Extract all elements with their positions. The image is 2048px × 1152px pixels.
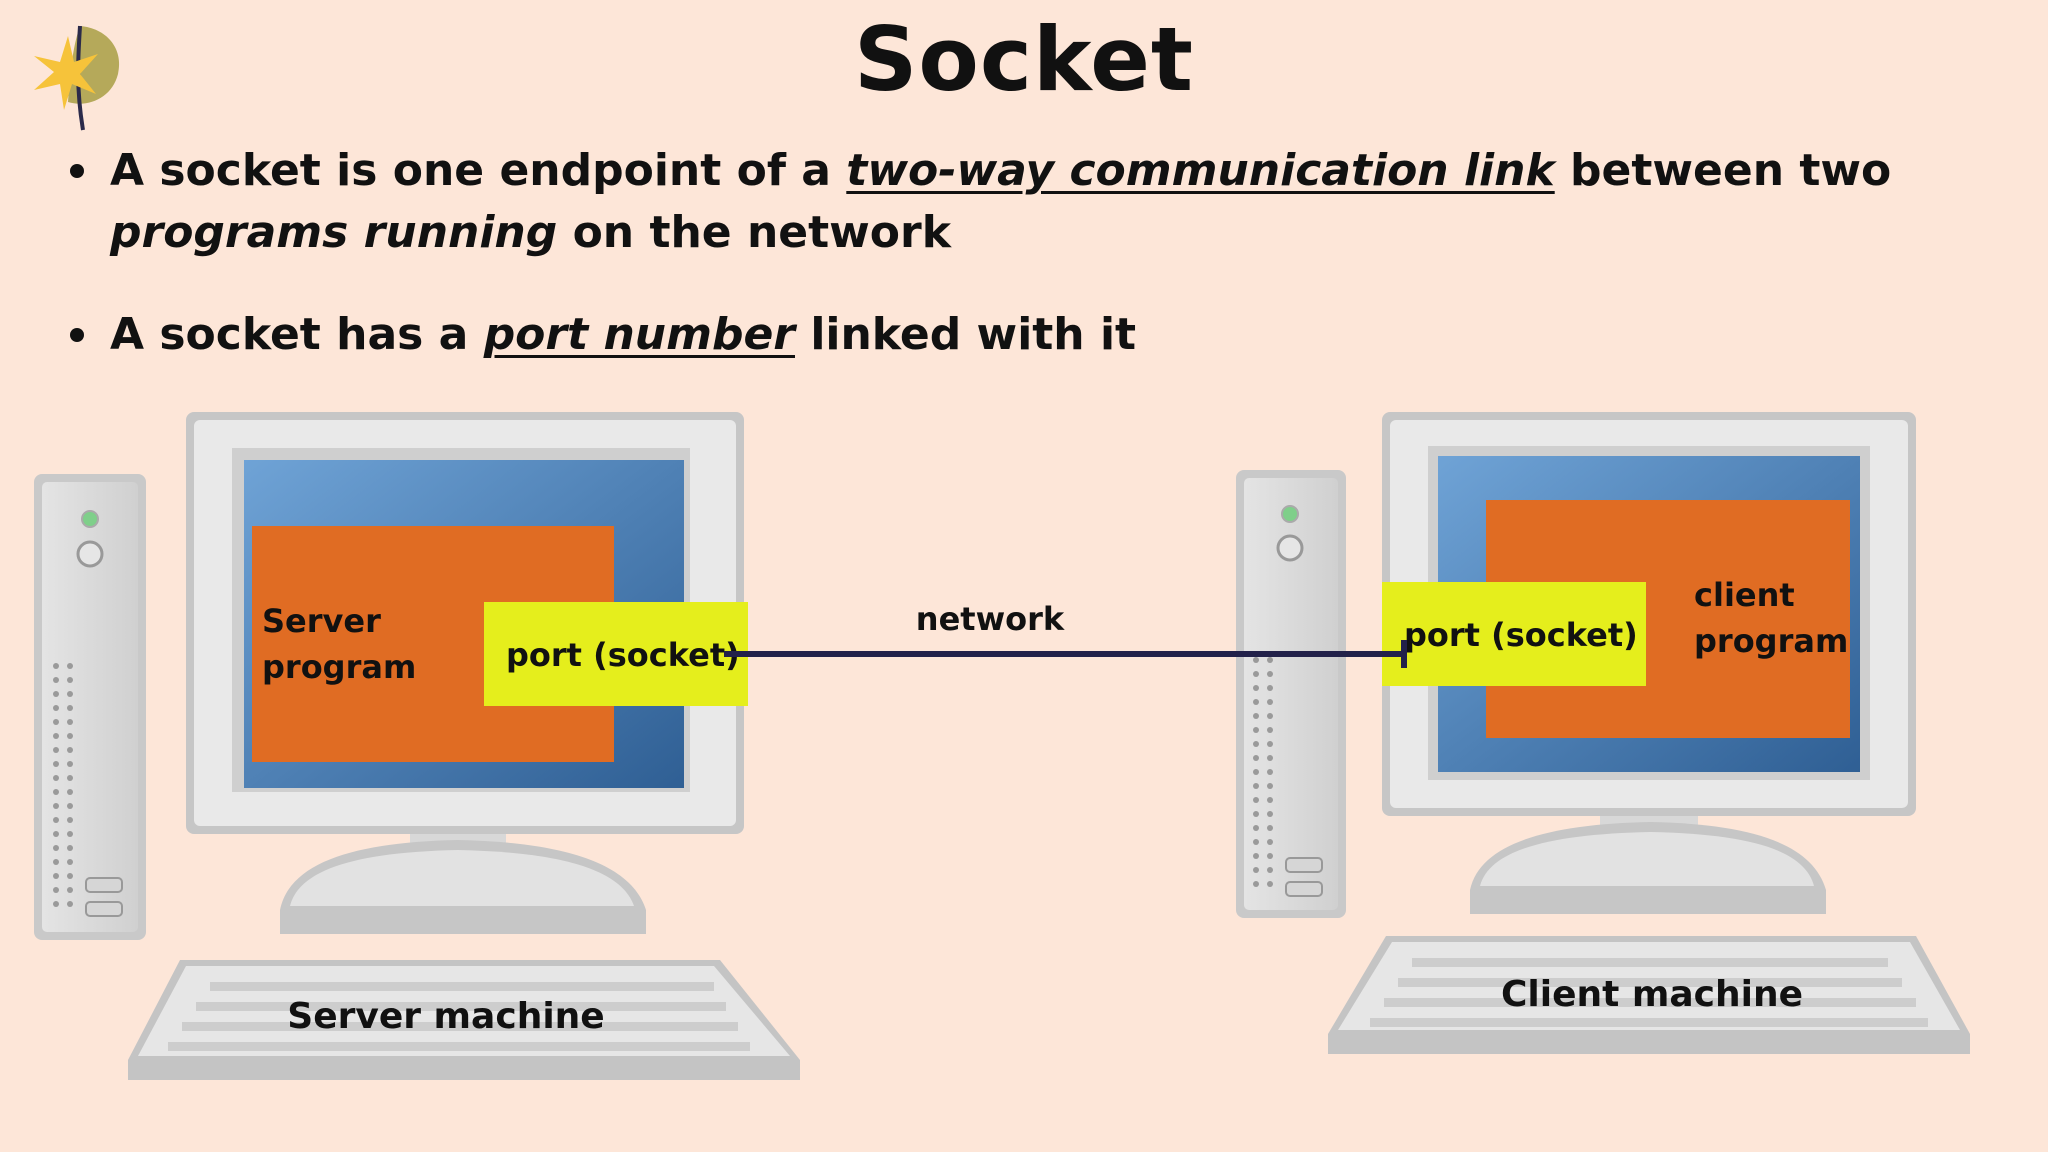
- client-program-label: client program: [1694, 576, 1848, 660]
- server-program-label: Server program: [262, 602, 416, 686]
- bullet-text: linked with it: [795, 309, 1137, 360]
- bullet-text: between two: [1554, 145, 1892, 196]
- client-port-label: port (socket): [1404, 616, 1638, 654]
- client-machine-label: Client machine: [1501, 974, 1803, 1015]
- emphasis-text: programs running: [110, 207, 558, 258]
- bullet-dot-icon: [70, 328, 84, 342]
- server-port-label: port (socket): [506, 636, 740, 674]
- bullet-list: A socket is one endpoint of a two-way co…: [70, 140, 2010, 366]
- server-port-box: [484, 602, 748, 706]
- bullet-item-1: A socket is one endpoint of a two-way co…: [70, 140, 2010, 264]
- bullet-text: A socket has a: [110, 309, 484, 360]
- bullet-item-2: A socket has a port number linked with i…: [70, 304, 2010, 366]
- page-title: Socket: [854, 8, 1194, 111]
- client-port-box: [1382, 582, 1646, 686]
- bullet-text: on the network: [557, 207, 951, 258]
- server-machine-label: Server machine: [287, 996, 604, 1037]
- bullet-dot-icon: [70, 164, 84, 178]
- network-label: network: [916, 600, 1065, 638]
- emphasis-text: two-way communication link: [846, 145, 1555, 196]
- emphasis-text: port number: [483, 309, 795, 360]
- bullet-text: A socket is one endpoint of a: [110, 145, 847, 196]
- leaf-logo-icon: [34, 25, 120, 131]
